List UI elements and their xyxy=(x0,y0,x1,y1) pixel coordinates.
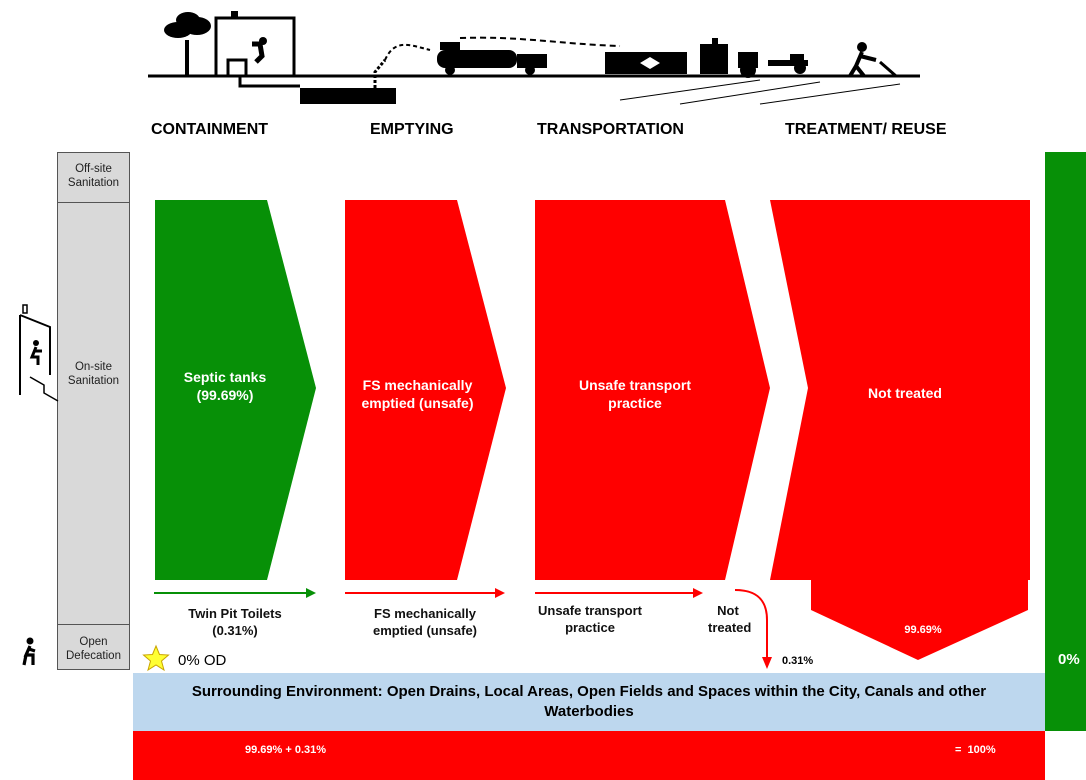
stage-transportation: TRANSPORTATION xyxy=(537,121,684,138)
environment-label: Surrounding Environment: Open Drains, Lo… xyxy=(191,683,987,720)
unsafe-transport-arrow xyxy=(535,588,703,598)
offsite-cell: Off-site Sanitation xyxy=(57,152,130,203)
not-treated-arrow xyxy=(734,589,772,669)
septic-tank-icon xyxy=(238,59,396,104)
latrine-icon xyxy=(19,304,59,402)
septic-tanks-shape xyxy=(155,200,316,580)
open-defecation-cell: Open Defecation xyxy=(57,624,130,670)
not-treated-shape xyxy=(770,200,1030,660)
not-treated-sub-percent: 0.31% xyxy=(782,655,814,667)
treatment-plant-icon xyxy=(605,38,728,74)
onsite-cell: On-site Sanitation xyxy=(57,202,130,625)
unsafe-transport-label: Unsafe transport practice xyxy=(578,377,692,411)
latrine-icon xyxy=(214,11,296,76)
tree-icon xyxy=(164,12,211,76)
safely-managed-bar xyxy=(1045,152,1086,731)
stage-containment: CONTAINMENT xyxy=(151,121,269,138)
total-right-label: = 100% xyxy=(955,744,996,756)
sanitation-chain-illustration xyxy=(148,11,920,105)
fs-emptied-arrow xyxy=(345,588,505,598)
fs-emptied-label: FS mechanically emptied (unsafe) xyxy=(361,377,474,411)
septic-tanks-label: Septic tanks (99.69%) xyxy=(183,369,267,403)
onsite-label: On-site Sanitation xyxy=(67,361,120,387)
total-left-label: 99.69% + 0.31% xyxy=(245,744,327,756)
safely-managed-percent: 0% xyxy=(1058,651,1080,668)
stage-emptying: EMPTYING xyxy=(370,121,454,138)
total-bar: 99.69% + 0.31% = 100% xyxy=(133,731,1045,780)
twin-pit-label: Twin Pit Toilets (0.31%) xyxy=(188,606,282,638)
unsafe-transport-shape xyxy=(535,200,770,580)
stage-treatment: TREATMENT/ REUSE xyxy=(785,121,947,138)
not-treated-label: Not treated xyxy=(868,385,942,401)
squatting-person-icon xyxy=(22,637,36,666)
not-treated-percent: 99.69% xyxy=(904,624,942,636)
twin-pit-arrow xyxy=(154,588,316,598)
od-label: 0% OD xyxy=(178,652,227,669)
star-icon xyxy=(142,644,170,672)
farmer-icon xyxy=(619,42,901,105)
unsafe-transport-sub-label: Unsafe transport practice xyxy=(537,603,643,635)
offsite-label: Off-site Sanitation xyxy=(67,163,120,189)
fs-emptied-shape xyxy=(345,200,506,580)
open-defecation-label: Open Defecation xyxy=(66,636,121,662)
not-treated-sub-label: Not treated xyxy=(708,603,752,635)
tractor-icon xyxy=(738,52,808,78)
environment-band: Surrounding Environment: Open Drains, Lo… xyxy=(133,673,1045,731)
fs-emptied-sub-label: FS mechanically emptied (unsafe) xyxy=(372,606,477,638)
vacuum-truck-icon xyxy=(437,42,547,75)
